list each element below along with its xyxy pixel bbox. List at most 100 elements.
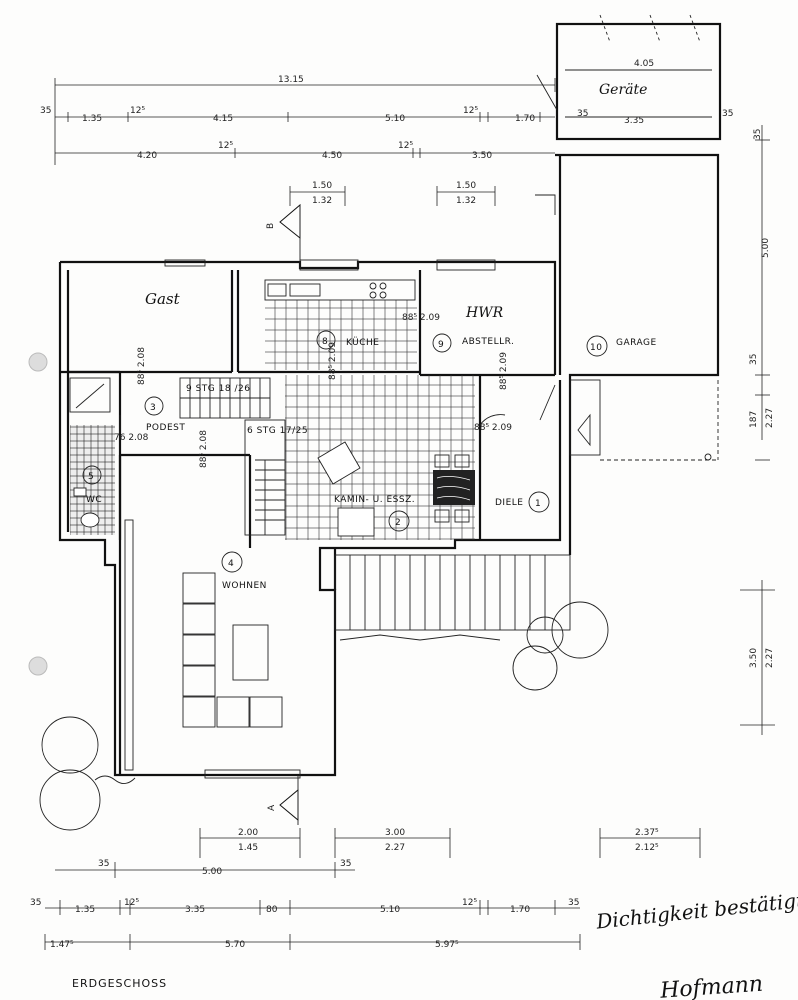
room-label-wc: WC xyxy=(86,495,102,505)
dim-bottom-r2-b: 1.35 xyxy=(75,905,95,915)
section-mark-b: B xyxy=(266,203,301,260)
door-annotations: 88⁵ 2.08 88⁵ 2.09 88⁵ 2.09 88⁵ 2.09 88⁵ … xyxy=(114,313,512,468)
dim-bottom-r2-d: 3.35 xyxy=(185,905,205,915)
door-mark-wohnen: 88⁵ 2.08 xyxy=(199,430,209,468)
dim-bottom-w3-a: 2.37⁵ xyxy=(635,828,659,838)
wc-fixtures xyxy=(69,377,111,528)
door-swings xyxy=(119,194,556,440)
dim-top-r1-a: 35 xyxy=(40,106,51,116)
room-label-kueche: KÜCHE xyxy=(346,337,380,348)
room-label-garage: GARAGE xyxy=(616,338,657,348)
room-label-hwr: HWR xyxy=(465,305,504,321)
dim-window2-b: 1.32 xyxy=(456,196,476,206)
dim-bottom-r3-c: 5.97⁵ xyxy=(435,940,459,950)
dim-bottom-r2-f: 5.10 xyxy=(380,905,400,915)
dim-right-a: 35 xyxy=(753,129,763,140)
dining-tiles xyxy=(285,375,475,540)
dim-right-b: 5.00 xyxy=(761,238,771,258)
dim-top-r1-b: 1.35 xyxy=(82,114,102,124)
door-mark-podest: 88⁵ 2.08 xyxy=(137,347,147,385)
door-mark-kueche2: 88⁵ 2.09 xyxy=(328,342,338,380)
room-label-kamin: KAMIN- U. ESSZ. xyxy=(334,495,415,505)
dim-bottom-r2-a: 35 xyxy=(30,898,41,908)
dim-top-r1-j: 35 xyxy=(722,109,733,119)
punch-hole-top xyxy=(28,352,48,372)
section-mark-a: A xyxy=(267,775,299,825)
room-label-gast: Gast xyxy=(145,290,181,308)
dim-total-width: 13.15 xyxy=(278,75,304,85)
room-num-1: 1 xyxy=(535,499,541,509)
dim-top-r1-e: 5.10 xyxy=(385,114,405,124)
dim-top-r1-i: 3.35 xyxy=(624,116,644,126)
fireplace-pattern xyxy=(436,476,471,501)
trees xyxy=(39,601,609,831)
dim-top-r1-h: 35 xyxy=(577,109,588,119)
stair-label-lower: 6 STG 17/25 xyxy=(247,426,308,436)
geraete-room: 4.05 Geräte xyxy=(536,14,722,141)
dim-bottom-w2-a: 3.00 xyxy=(385,828,405,838)
dim-top-r2-a: 4.20 xyxy=(137,151,157,161)
dining-chairs xyxy=(317,441,470,537)
room-labels: Gast HWR 3 PODEST 5 WC 8 KÜCHE 9 ABSTELL… xyxy=(82,290,657,591)
section-label-a: A xyxy=(267,804,277,811)
stair-label-upper: 9 STG 18 /26 xyxy=(186,384,250,394)
dim-right-c: 35 xyxy=(749,354,759,365)
dim-top-r1-c: 12⁵ xyxy=(130,106,145,116)
punch-hole-bottom xyxy=(28,656,48,676)
dim-right-f: 3.50 xyxy=(749,648,759,668)
staircase: 9 STG 18 /26 6 STG 17/25 xyxy=(179,377,308,536)
dim-window1-a: 1.50 xyxy=(312,181,332,191)
room-label-diele: DIELE xyxy=(495,498,523,508)
room-num-9: 9 xyxy=(438,340,444,350)
dim-right-g: 2.27 xyxy=(765,648,775,668)
dim-bottom-w2-b: 2.27 xyxy=(385,843,405,853)
dim-bottom-r3-b: 5.70 xyxy=(225,940,245,950)
room-label-wohnen: WOHNEN xyxy=(222,581,267,591)
room-num-8: 8 xyxy=(322,337,328,347)
room-num-3: 3 xyxy=(150,403,156,413)
house-walls xyxy=(58,153,720,779)
room-label-podest: PODEST xyxy=(146,423,185,433)
top-dimension-lines: 13.15 35 1.35 12⁵ 4.15 5.10 12⁵ 1.70 35 … xyxy=(40,75,733,206)
room-num-4: 4 xyxy=(228,559,234,569)
handwritten-note: Dichtigkeit bestätigt xyxy=(594,888,798,934)
living-furniture xyxy=(182,572,283,728)
dim-right-e: 2.27 xyxy=(765,408,775,428)
section-label-b: B xyxy=(266,223,276,229)
dim-bottom-r2-c: 12⁵ xyxy=(124,898,139,908)
dim-top-r2-c: 4.50 xyxy=(322,151,342,161)
entry-steps xyxy=(334,554,571,641)
dim-right-d: 187 xyxy=(749,411,759,428)
dim-bottom-w1-a: 2.00 xyxy=(238,828,258,838)
room-label-abstellr: ABSTELLR. xyxy=(462,337,514,347)
door-mark-diele: 88⁵ 2.09 xyxy=(474,423,512,433)
kitchen-counter xyxy=(264,279,416,301)
dim-window1-b: 1.32 xyxy=(312,196,332,206)
dim-top-r1-f: 12⁵ xyxy=(463,106,478,116)
dim-window2-a: 1.50 xyxy=(456,181,476,191)
dim-top-r2-e: 3.50 xyxy=(472,151,492,161)
dim-bottom-r2-g: 12⁵ xyxy=(462,898,477,908)
dim-bottom-w3-b: 2.12⁵ xyxy=(635,843,659,853)
right-dimension-lines: 35 5.00 35 187 2.27 3.50 2.27 xyxy=(740,125,775,735)
dim-bottom-r1-b: 5.00 xyxy=(202,867,222,877)
drawing-title: ERDGESCHOSS xyxy=(72,977,167,990)
door-mark-abst: 88⁵ 2.09 xyxy=(499,352,509,390)
dim-bottom-w1-b: 1.45 xyxy=(238,843,258,853)
bottom-dimension-lines: 2.00 1.45 3.00 2.27 2.37⁵ 2.12⁵ 35 5.00 … xyxy=(30,828,701,950)
dim-top-r1-d: 4.15 xyxy=(213,114,233,124)
dim-bottom-r2-e: 80 xyxy=(266,905,278,915)
dim-top-r2-d: 12⁵ xyxy=(398,141,413,151)
signature: Hofmann xyxy=(658,972,763,1000)
kitchen-tiles xyxy=(265,300,417,370)
room-label-geraete: Geräte xyxy=(599,82,647,98)
dim-bottom-r2-h: 1.70 xyxy=(510,905,530,915)
dim-top-r1-g: 1.70 xyxy=(515,114,535,124)
door-mark-kueche1: 88⁵ 2.09 xyxy=(402,313,440,323)
dim-bottom-r2-i: 35 xyxy=(568,898,579,908)
dim-top-r2-b: 12⁵ xyxy=(218,141,233,151)
garage-elements xyxy=(569,379,719,461)
room-num-10: 10 xyxy=(590,343,602,353)
